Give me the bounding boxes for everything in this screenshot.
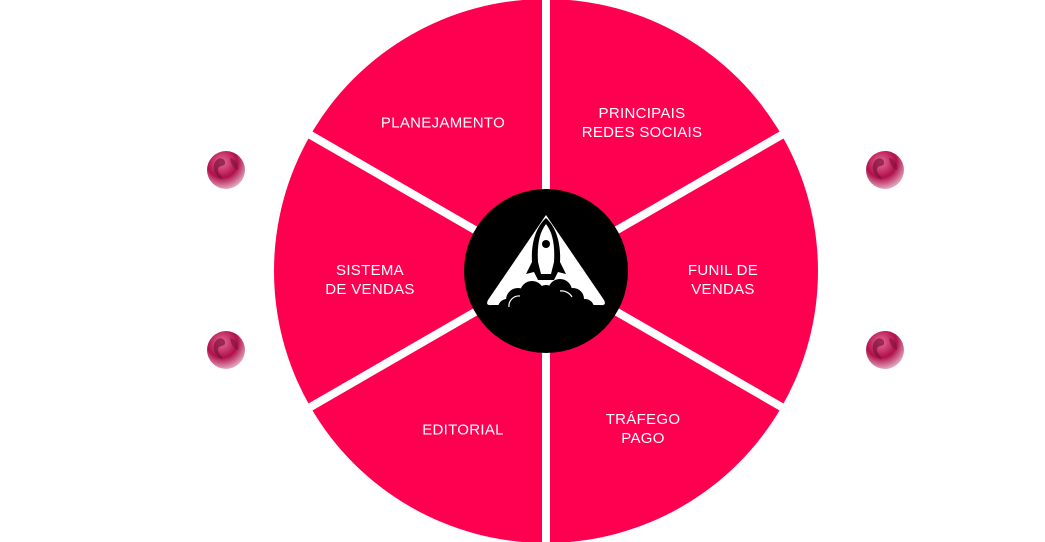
globe-icon	[866, 331, 904, 369]
segment-label-planejamento: PLANEJAMENTO	[381, 114, 505, 133]
wheel-segment	[274, 135, 546, 407]
wheel-segment	[546, 0, 782, 271]
globe-icon	[866, 151, 904, 189]
label-line: DE VENDAS	[325, 281, 415, 298]
label-line: EDITORIAL	[422, 421, 504, 439]
segment-label-trafego-pago: TRÁFEGO PAGO	[606, 410, 681, 448]
label-line: PAGO	[621, 430, 665, 447]
segment-label-editorial: EDITORIAL	[422, 421, 504, 440]
label-line: FUNIL DE	[687, 262, 759, 279]
segment-label-funil-de-vendas: FUNIL DE VENDAS	[688, 261, 758, 299]
wheel-segment	[310, 0, 546, 271]
segment-label-sistema-de-vendas: SISTEMA DE VENDAS	[325, 261, 414, 299]
wheel-segment	[310, 271, 546, 542]
globe-icon	[207, 151, 245, 189]
label-line: PLANEJAMENTO	[380, 114, 506, 132]
label-line: PRINCIPAIS	[598, 105, 686, 122]
label-line: REDES SOCIAIS	[581, 124, 703, 141]
label-line: SISTEMA	[336, 262, 404, 279]
segment-label-principais-redes-sociais: PRINCIPAIS REDES SOCIAIS	[582, 104, 703, 142]
wheel-segment	[546, 271, 782, 542]
wheel-segment	[546, 135, 818, 407]
label-line: VENDAS	[691, 281, 755, 298]
globe-icon	[207, 331, 245, 369]
rocket-icon	[487, 215, 605, 317]
label-line: TRÁFEGO	[605, 411, 681, 428]
